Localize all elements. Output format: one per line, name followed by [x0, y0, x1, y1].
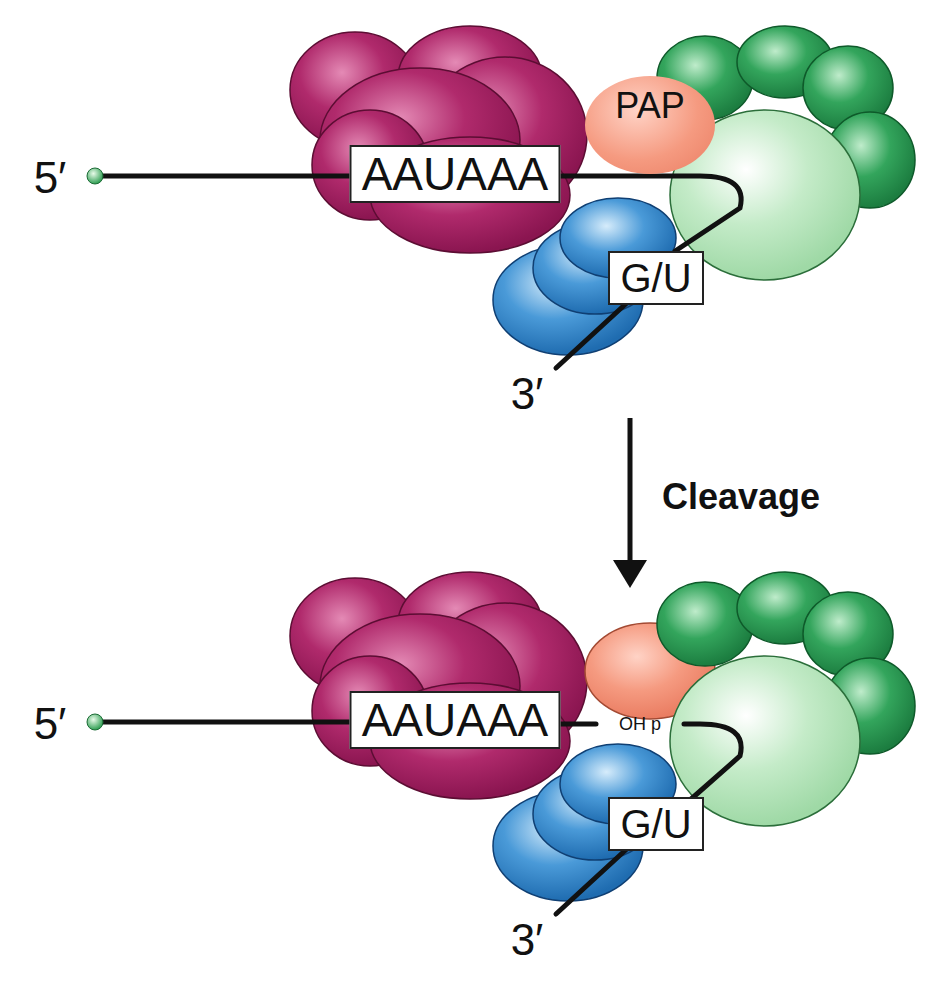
- step-label: Cleavage: [662, 479, 820, 515]
- rna-strand: [561, 176, 742, 251]
- protein-blob: PAP: [585, 76, 715, 174]
- node-text: AAUAAA: [362, 697, 549, 743]
- protein-complex: [290, 572, 915, 901]
- end-label: OH p: [619, 715, 661, 733]
- process-arrow: [613, 418, 647, 588]
- end-label: 5′: [34, 702, 67, 746]
- node-text: G/U: [620, 258, 691, 298]
- end-label: 3′: [511, 372, 544, 416]
- sequence-box: AAUAAA: [350, 145, 561, 203]
- node-text: PAP: [615, 88, 684, 124]
- end-label: 5′: [34, 156, 67, 200]
- cap-dot: [87, 168, 103, 184]
- protein-complex: [290, 26, 915, 355]
- cap-dot: [87, 714, 103, 730]
- end-label: 3′: [511, 918, 544, 962]
- node-text: G/U: [620, 804, 691, 844]
- node-text: AAUAAA: [362, 151, 549, 197]
- sequence-box: G/U: [608, 251, 704, 305]
- rna-strand: [100, 176, 741, 914]
- sequence-box: G/U: [608, 797, 704, 851]
- sequence-box: AAUAAA: [350, 691, 561, 749]
